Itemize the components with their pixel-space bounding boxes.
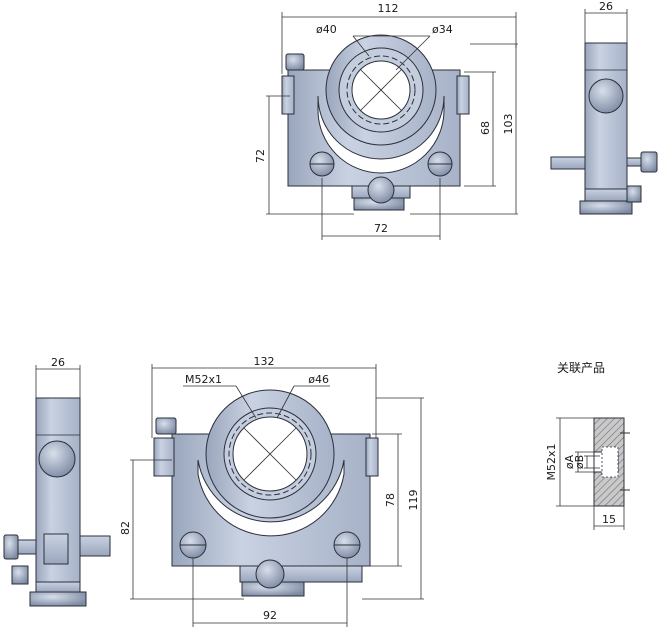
dim-top-bore-outer: ø40 [316, 23, 337, 36]
dim-related-thickness: 15 [602, 513, 616, 526]
dim-bottom-thread: M52x1 [185, 373, 222, 386]
dim-bottom-hole-spacing: 92 [263, 609, 277, 622]
dim-bottom-height-body: 78 [384, 493, 397, 507]
top-front-adjust-knob [367, 176, 395, 204]
related-product-title: 关联产品 [557, 361, 605, 375]
top-side-view [550, 42, 658, 215]
bottom-front-dimensions [130, 364, 424, 627]
dim-top-hole-spacing: 72 [374, 222, 388, 235]
top-front-bore-cross-2 [359, 68, 403, 112]
top-side-pin [550, 156, 586, 170]
dim-related-thread: M52x1 [545, 444, 558, 481]
dim-related-dia-b: øB [573, 455, 586, 469]
bottom-front-view [153, 389, 379, 597]
bottom-side-hole [38, 440, 76, 478]
related-product-step [601, 446, 619, 478]
top-side-knob-tab [626, 185, 642, 203]
bottom-front-bore-cross-2 [243, 427, 297, 481]
top-side-screw-head [640, 151, 658, 173]
bottom-side-screw-head [3, 534, 19, 560]
bottom-front-cradle [197, 459, 345, 537]
top-side-dimensions [584, 9, 628, 43]
top-side-foot [584, 188, 628, 202]
bottom-side-foot [35, 581, 81, 593]
bottom-side-pin [79, 535, 111, 557]
top-front-view [281, 34, 470, 211]
bottom-front-right-block [365, 437, 379, 477]
top-side-body [584, 42, 628, 190]
bottom-front-clamp-screw [155, 417, 177, 435]
dim-bottom-height-left: 82 [119, 521, 132, 535]
dim-top-height-body: 68 [479, 121, 492, 135]
dim-bottom-width-total: 132 [254, 355, 275, 368]
top-side-hole [588, 78, 624, 114]
top-front-dimensions [266, 12, 518, 240]
bottom-side-knob [29, 591, 87, 607]
bottom-front-thread-outline [228, 412, 312, 496]
top-front-left-block [281, 75, 295, 115]
related-product-section [593, 417, 630, 507]
top-front-clamp-screw [285, 53, 305, 71]
bottom-side-view [3, 397, 111, 607]
top-front-cradle [317, 95, 445, 174]
top-side-knob [579, 200, 633, 215]
top-front-right-block [456, 75, 470, 115]
dim-bottom-height-total: 119 [407, 490, 420, 511]
bottom-side-inner-block [43, 533, 69, 565]
bottom-front-adjust-knob [255, 559, 285, 589]
bottom-front-left-block [153, 437, 175, 477]
top-front-bore-outline [346, 55, 416, 125]
dim-top-height-total: 103 [502, 114, 515, 135]
dim-top-width-total: 112 [378, 2, 399, 15]
dim-bottom-side-width: 26 [51, 356, 65, 369]
dim-top-side-width: 26 [599, 0, 613, 13]
bottom-side-dimensions [35, 365, 81, 398]
bottom-side-knob-tab [11, 565, 29, 585]
related-product-dimensions [556, 417, 625, 530]
dim-bottom-bore: ø46 [308, 373, 329, 386]
dim-top-height-left: 72 [254, 149, 267, 163]
dim-related-dia-a: øA [563, 454, 576, 469]
dim-top-bore-inner: ø34 [432, 23, 453, 36]
